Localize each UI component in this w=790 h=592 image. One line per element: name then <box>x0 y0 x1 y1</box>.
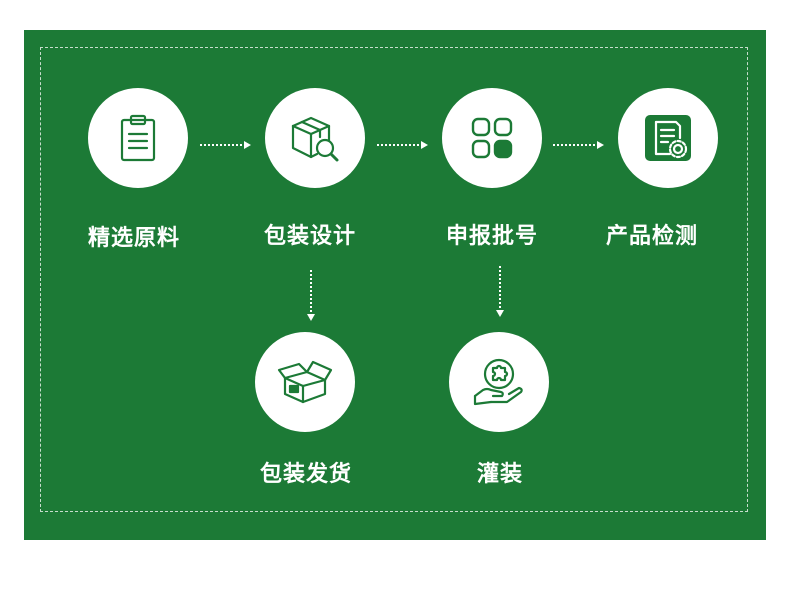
dashed-frame <box>40 47 748 512</box>
step-label-package-shipping: 包装发货 <box>259 462 352 487</box>
arrow-right-icon <box>553 141 604 149</box>
arrow-right-icon <box>200 141 251 149</box>
arrow-right-icon <box>377 141 428 149</box>
step-label-select-materials: 精选原料 <box>87 226 180 251</box>
open-box-icon <box>277 360 333 404</box>
box-search-icon <box>291 116 339 162</box>
arrow-down-icon <box>496 266 504 317</box>
step-label-product-testing: 产品检测 <box>605 224 698 249</box>
step-label-filling: 灌装 <box>476 462 523 487</box>
step-node-select-materials <box>88 88 188 188</box>
arrow-down-icon <box>307 270 315 321</box>
step-node-package-shipping <box>255 332 355 432</box>
step-label-apply-batch: 申报批号 <box>445 224 538 249</box>
grid-apps-icon <box>471 117 513 159</box>
hand-puzzle-icon <box>473 358 523 406</box>
document-gear-icon <box>645 115 691 161</box>
step-node-apply-batch <box>442 88 542 188</box>
step-node-package-design <box>265 88 365 188</box>
step-node-filling <box>449 332 549 432</box>
step-node-product-testing <box>618 88 718 188</box>
step-label-package-design: 包装设计 <box>263 224 356 249</box>
clipboard-icon <box>120 114 156 162</box>
